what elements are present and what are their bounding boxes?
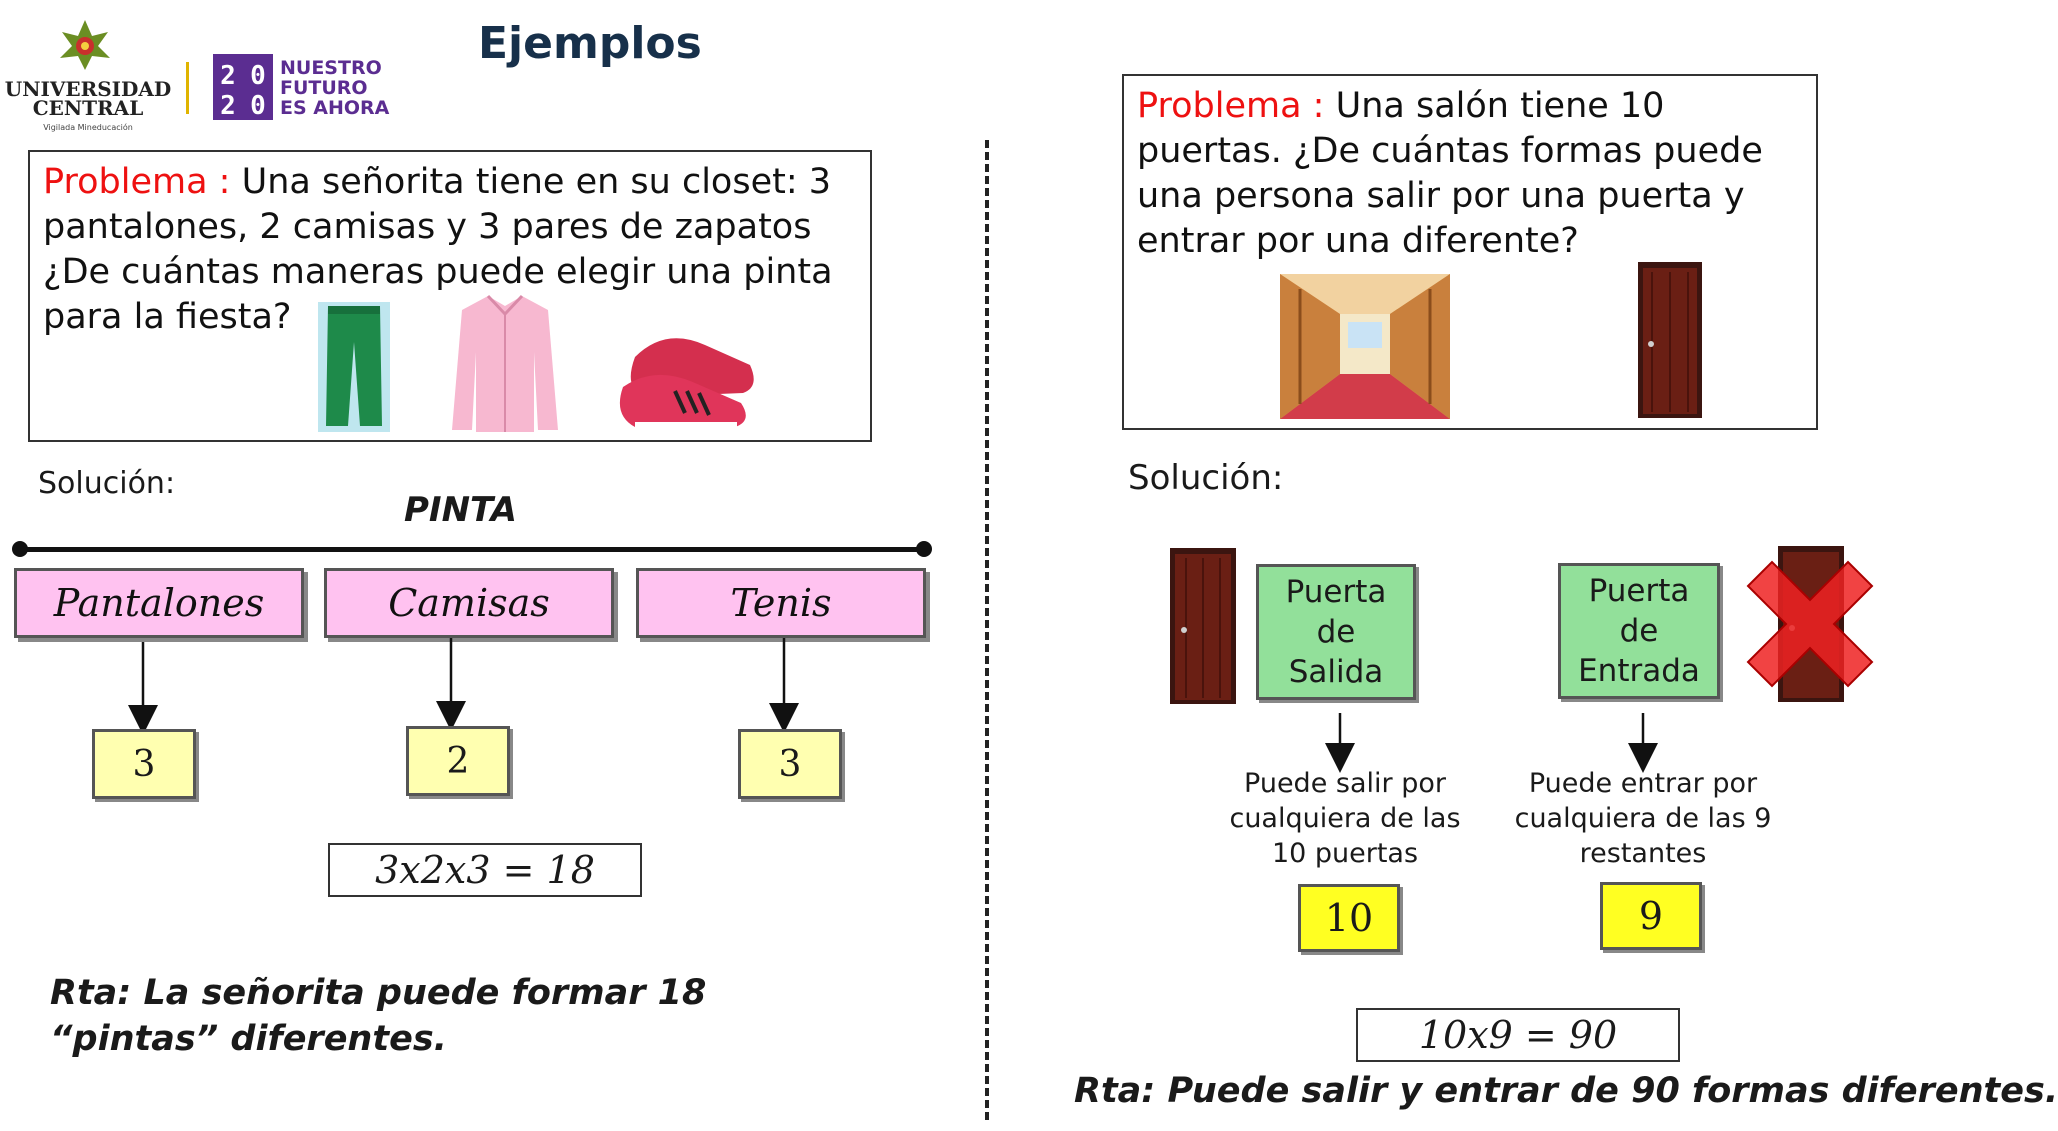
left-problem-box: Problema : Una señorita tiene en su clos… — [28, 150, 872, 442]
left-formula: 3x2x3 = 18 — [328, 843, 642, 897]
svg-text:0: 0 — [250, 91, 266, 121]
exit-door-box: Puerta de Salida — [1256, 564, 1416, 700]
right-problem-box: Problema : Una salón tiene 10 puertas. ¿… — [1122, 74, 1818, 430]
universidad-central-logo: UNIVERSIDAD CENTRAL Vigilada Mineducació… — [0, 18, 180, 133]
right-formula: 10x9 = 90 — [1356, 1008, 1680, 1062]
category-camisas: Camisas — [324, 568, 614, 638]
line-end-dot — [916, 541, 932, 557]
pinta-label: PINTA — [404, 490, 517, 530]
problem-label: Problema : — [43, 162, 231, 202]
line-start-dot — [12, 541, 28, 557]
svg-text:2: 2 — [220, 61, 236, 91]
shirt-image — [450, 292, 560, 434]
exit-value: 10 — [1298, 884, 1400, 952]
left-answer: Rta: La señorita puede formar 18 “pintas… — [50, 973, 707, 1059]
pants-image — [318, 302, 390, 432]
exit-note: Puede salir por cualquiera de las 10 pue… — [1229, 768, 1461, 869]
left-solution-label: Solución: — [38, 466, 176, 501]
svg-text:0: 0 — [250, 61, 266, 91]
problem-text: Una señorita tiene en su closet: 3 panta… — [43, 162, 833, 337]
entry-value: 9 — [1600, 882, 1702, 950]
logo-divider — [186, 62, 189, 114]
svg-text:NUESTRO: NUESTRO — [280, 57, 382, 79]
category-pantalones: Pantalones — [14, 568, 304, 638]
exit-door-image — [1170, 548, 1236, 704]
crossed-door-image — [1746, 546, 1874, 704]
right-problem-statement: Problema : Una salón tiene 10 puertas. ¿… — [1137, 84, 1797, 264]
right-solution-label: Solución: — [1128, 458, 1284, 498]
value-tenis: 3 — [738, 729, 842, 799]
left-problem-statement: Problema : Una señorita tiene en su clos… — [43, 160, 843, 340]
right-answer: Rta: Puede salir y entrar de 90 formas d… — [1074, 1071, 2058, 1111]
value-pantalones: 3 — [92, 729, 196, 799]
emblem-icon — [60, 20, 110, 70]
cross-icon — [1746, 560, 1874, 688]
svg-text:FUTURO: FUTURO — [280, 77, 368, 99]
entry-note: Puede entrar por cualquiera de las 9 res… — [1514, 768, 1772, 869]
left-arrows — [128, 638, 1658, 773]
door-image — [1638, 262, 1702, 418]
center-divider — [985, 140, 989, 1120]
page-title: Ejemplos — [478, 18, 702, 69]
hallway-image — [1280, 274, 1450, 419]
pinta-line — [20, 547, 924, 552]
university-name-line2: CENTRAL — [33, 96, 144, 120]
entry-door-box: Puerta de Entrada — [1558, 563, 1720, 699]
problem-label: Problema : — [1137, 86, 1325, 126]
category-tenis: Tenis — [636, 568, 926, 638]
university-name-line1: UNIVERSIDAD — [5, 77, 171, 101]
sneakers-image — [615, 317, 760, 432]
nuestro-futuro-logo: 2 0 2 0 NUESTRO FUTURO ES AHORA — [213, 52, 403, 124]
svg-text:ES AHORA: ES AHORA — [280, 97, 390, 119]
university-tagline: Vigilada Mineducación — [43, 122, 133, 132]
problem-text: Una salón tiene 10 puertas. ¿De cuántas … — [1137, 86, 1763, 261]
value-camisas: 2 — [406, 726, 510, 796]
svg-text:2: 2 — [220, 91, 236, 121]
